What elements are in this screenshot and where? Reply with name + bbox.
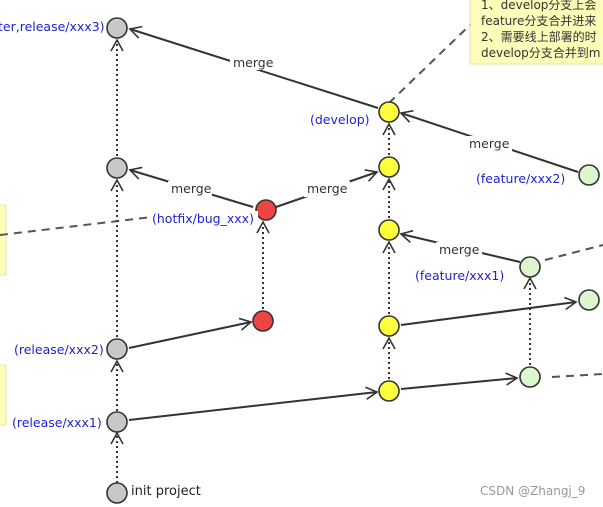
label-init-project: init project [131,484,201,499]
commit-node-release1 [106,411,128,433]
label-release-xxx2: (release/xxx2) [14,342,104,357]
note-connector-develop [388,24,471,104]
commit-node-develop-top [378,101,400,123]
note-box-left-upper [0,204,7,276]
merge-label-develop-master: merge [233,55,274,70]
note-line-3: 2、需要线上部署的时 [481,29,597,44]
commit-node-init [106,482,128,504]
label-master: ter,release/xxx3) [0,19,105,34]
commit-node-feature2-bottom [578,289,600,311]
commit-node-develop-2 [378,156,400,178]
merge-label-feature1-develop: merge [439,242,480,257]
merge-label-feature2-develop: merge [469,136,510,151]
merge-label-hotfix-develop: merge [307,181,348,196]
label-feature-xxx2: (feature/xxx2) [476,171,565,186]
commit-node-hotfix-bottom [252,310,274,332]
note-line-4: develop分支合并到m [481,45,600,60]
commit-node-feature1-top [519,256,541,278]
arrow-release1-to-develop [128,386,379,421]
note-line-1: 1、develop分支上会 [481,0,596,12]
commit-node-develop-3 [378,219,400,241]
note-box-top-right [469,0,603,65]
arrow-develop-to-feature1 [400,372,519,390]
arrow-release2-to-hotfix [128,317,253,349]
commit-node-develop-5 [378,380,400,402]
label-release-xxx1: (release/xxx1) [12,415,102,430]
merge-label-hotfix-master: merge [171,181,212,196]
note-connector-feature1 [544,244,603,261]
commit-node-feature1-bottom [519,366,541,388]
label-develop: (develop) [310,112,370,127]
note-box-left-lower [0,364,7,426]
arrow-develop-to-feature2 [400,296,578,326]
watermark: CSDN @Zhangj_9 [480,484,585,498]
commit-node-feature2-top [578,164,600,186]
commit-node-master-hotfix-merge [106,157,128,179]
commit-node-develop-4 [378,315,400,337]
note-connector-hotfix [0,216,153,236]
label-feature-xxx1: (feature/xxx1) [415,268,504,283]
commit-node-hotfix-top [255,199,277,221]
note-connector-feature-lower [551,373,603,378]
commit-node-master-top [106,17,128,39]
label-hotfix: (hotfix/bug_xxx) [152,211,254,226]
note-line-2: feature分支合并进来 [481,13,596,28]
commit-node-release2 [106,338,128,360]
